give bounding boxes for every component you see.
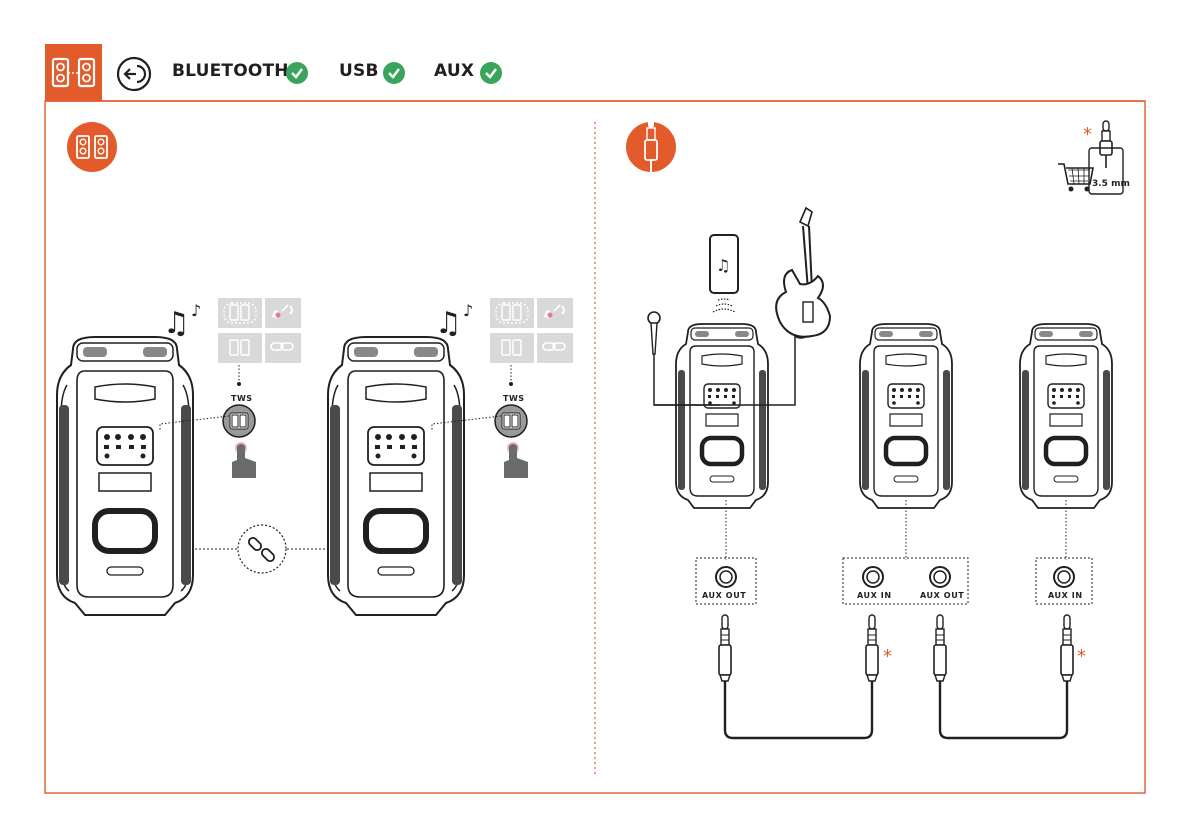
- optional-asterisk: *: [1077, 646, 1086, 667]
- aux-port-icon: [930, 567, 950, 587]
- press-finger-icon: [232, 442, 256, 478]
- svg-text:♫: ♫: [435, 306, 462, 341]
- tws-button-right: [495, 405, 527, 437]
- cart-cable-icon: * 3.5 mm: [1058, 121, 1130, 194]
- music-note-icon: ♫ ♪ ♫ ♪: [163, 301, 473, 341]
- aux-cable: [725, 681, 872, 738]
- aux-port-icon: [863, 567, 883, 587]
- aux-cable: [940, 681, 1067, 738]
- port-label-aux-out: AUX OUT: [920, 591, 964, 600]
- aux-cable-badge-icon: [626, 118, 676, 174]
- optional-asterisk: *: [883, 646, 892, 667]
- aux-port-icon: [1054, 567, 1074, 587]
- cable-size-label: 3.5 mm: [1092, 179, 1130, 189]
- press-finger-icon: [504, 442, 528, 478]
- optional-asterisk: *: [1083, 124, 1092, 145]
- guitar-icon: [776, 208, 830, 337]
- tws-button-left: [223, 405, 255, 437]
- svg-text:♫: ♫: [716, 256, 730, 275]
- aux-port-icon: [716, 567, 736, 587]
- port-label-aux-in: AUX IN: [857, 591, 892, 600]
- port-label-aux-out: AUX OUT: [702, 591, 746, 600]
- speaker-pair-badge-icon: [67, 122, 117, 172]
- microphone-icon: [648, 312, 660, 354]
- aux-jack-icon: [934, 615, 946, 681]
- svg-text:♫: ♫: [163, 306, 190, 341]
- svg-text:♪: ♪: [463, 301, 473, 320]
- aux-jack-icon: [719, 615, 731, 681]
- aux-jack-icon: [866, 615, 878, 681]
- aux-speaker-1: [676, 324, 768, 508]
- tws-label-left: TWS: [231, 394, 253, 403]
- port-label-aux-in: AUX IN: [1048, 591, 1083, 600]
- tws-label-right: TWS: [503, 394, 525, 403]
- aux-speaker-2: [860, 324, 952, 508]
- speaker-right: [328, 337, 464, 615]
- link-icon: [238, 525, 286, 573]
- aux-jack-icon: [1061, 615, 1073, 681]
- tws-status-grid-right: [490, 298, 573, 363]
- speaker-left: [57, 337, 193, 615]
- tws-status-grid-left: [218, 298, 301, 363]
- phone-icon: ♫: [710, 235, 738, 312]
- aux-speaker-3: [1020, 324, 1112, 508]
- svg-text:♪: ♪: [191, 301, 201, 320]
